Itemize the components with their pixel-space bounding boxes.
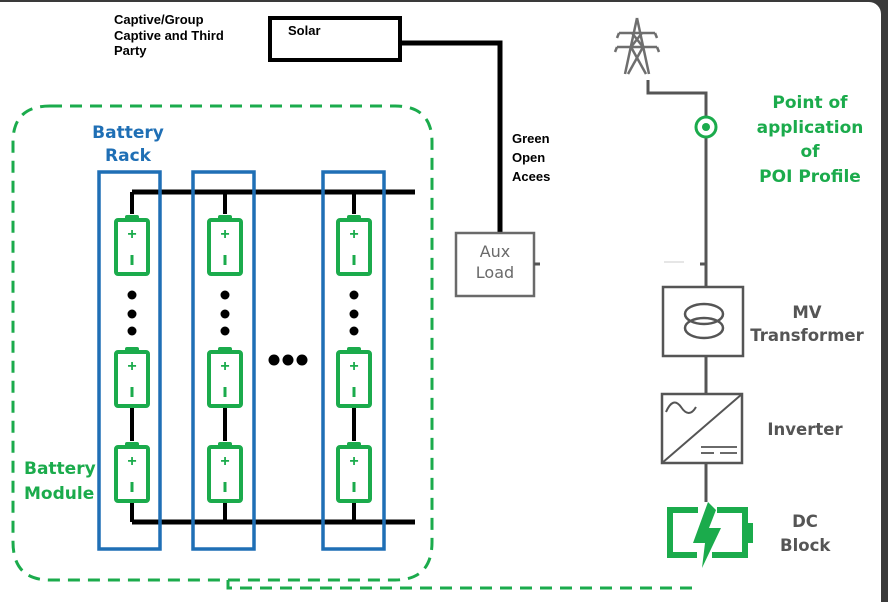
battery-module-icon: + (336, 442, 372, 503)
battery-body (207, 445, 243, 503)
battery-rack-line: Rack (105, 145, 151, 166)
mv-transformer-box (661, 285, 745, 358)
vertical-ellipsis-dot (127, 326, 137, 336)
battery-module-line: Battery (24, 459, 96, 479)
vertical-ellipsis-dot (349, 290, 359, 300)
mv-transformer-line: Transformer (750, 326, 864, 346)
battery-body (114, 445, 150, 503)
battery-module-icon: + (207, 347, 243, 408)
transformer-coil-icon (683, 302, 725, 326)
battery-plus-sign: + (220, 358, 229, 375)
battery-body (336, 350, 372, 408)
battery-rack-frame (97, 170, 162, 551)
battery-body (207, 218, 243, 276)
ac-wave-icon (665, 401, 697, 414)
battery-rack-frame (321, 170, 386, 551)
dc-link-dashed (226, 580, 700, 590)
green-open-access-label: Green Open Acees (512, 130, 550, 187)
mv-transformer-line: MV (792, 303, 822, 322)
rack-ellipsis (268, 354, 308, 366)
vertical-ellipsis-dot (127, 290, 137, 300)
battery-module-icon: + (114, 347, 150, 408)
battery-rack: + + + (97, 170, 162, 551)
battery-plus-sign: + (127, 226, 136, 243)
battery-rack: + + + (321, 170, 386, 551)
battery-module-label: Battery Module (24, 457, 96, 506)
source-group-line: Party (114, 43, 147, 59)
battery-rack-label: Battery Rack (88, 122, 168, 168)
inverter-label: Inverter (767, 420, 843, 439)
battery-container-boundary (11, 104, 434, 582)
vertical-ellipsis-dot (349, 309, 359, 319)
aux-load-label: Aux Load (456, 242, 534, 284)
transformer-coil-icon (683, 316, 725, 340)
ellipsis-dot (296, 354, 308, 366)
goa-line: Open (512, 149, 546, 165)
source-group-label: Captive/Group Captive and Third Party (114, 12, 224, 59)
mv-transformer-label: MV Transformer (748, 301, 866, 347)
aux-load-line: Aux (479, 242, 511, 261)
battery-plus-sign: + (127, 453, 136, 470)
poi-line: application of (756, 117, 864, 163)
vertical-ellipsis-dot (127, 309, 137, 319)
battery-plus-sign: + (220, 453, 229, 470)
green-open-access-line (400, 40, 503, 232)
battery-body (114, 350, 150, 408)
dc-block-battery-icon (667, 502, 753, 568)
battery-body (114, 218, 150, 276)
source-group-line: Captive/Group (114, 12, 204, 27)
aux-load-line: Load (475, 262, 515, 282)
battery-plus-sign: + (220, 226, 229, 243)
battery-racks: + + + + + + + + + (97, 170, 386, 551)
inverter-diagonal (661, 393, 743, 464)
source-group-line: Captive and Third (114, 27, 224, 43)
battery-rack-frame (191, 170, 256, 551)
dc-block-line: DC (792, 512, 818, 531)
battery-module-icon: + (207, 442, 243, 503)
battery-module-icon: + (114, 215, 150, 276)
goa-line: Green (512, 131, 550, 146)
ellipsis-dot (282, 354, 294, 366)
solar-box (268, 16, 402, 62)
poi-line: Point of (772, 93, 848, 113)
poi-marker-dot (702, 123, 710, 131)
battery-body (336, 218, 372, 276)
battery-plus-sign: + (349, 358, 358, 375)
grid-line (646, 80, 708, 287)
battery-body (336, 445, 372, 503)
transmission-tower-icon (613, 17, 661, 75)
battery-module-icon: + (207, 215, 243, 276)
vertical-ellipsis-dot (220, 326, 230, 336)
vertical-ellipsis-dot (220, 309, 230, 319)
battery-module-icon: + (336, 215, 372, 276)
battery-rack: + + + (191, 170, 256, 551)
battery-plus-sign: + (349, 453, 358, 470)
battery-rack-line: Battery (92, 123, 164, 143)
battery-module-icon: + (114, 442, 150, 503)
battery-body (207, 350, 243, 408)
battery-plus-sign: + (349, 226, 358, 243)
poi-label: Point of application of POI Profile (745, 91, 875, 190)
vertical-ellipsis-dot (220, 290, 230, 300)
dc-block-line: Block (780, 535, 831, 555)
battery-plus-sign: + (127, 358, 136, 375)
goa-line: Acees (512, 168, 551, 184)
ellipsis-dot (268, 354, 280, 366)
battery-module-icon: + (336, 347, 372, 408)
dc-block-label: DC Block (780, 510, 830, 558)
vertical-ellipsis-dot (349, 326, 359, 336)
battery-module-line: Module (24, 483, 95, 504)
poi-line: POI Profile (759, 166, 861, 187)
solar-label: Solar (288, 23, 321, 38)
